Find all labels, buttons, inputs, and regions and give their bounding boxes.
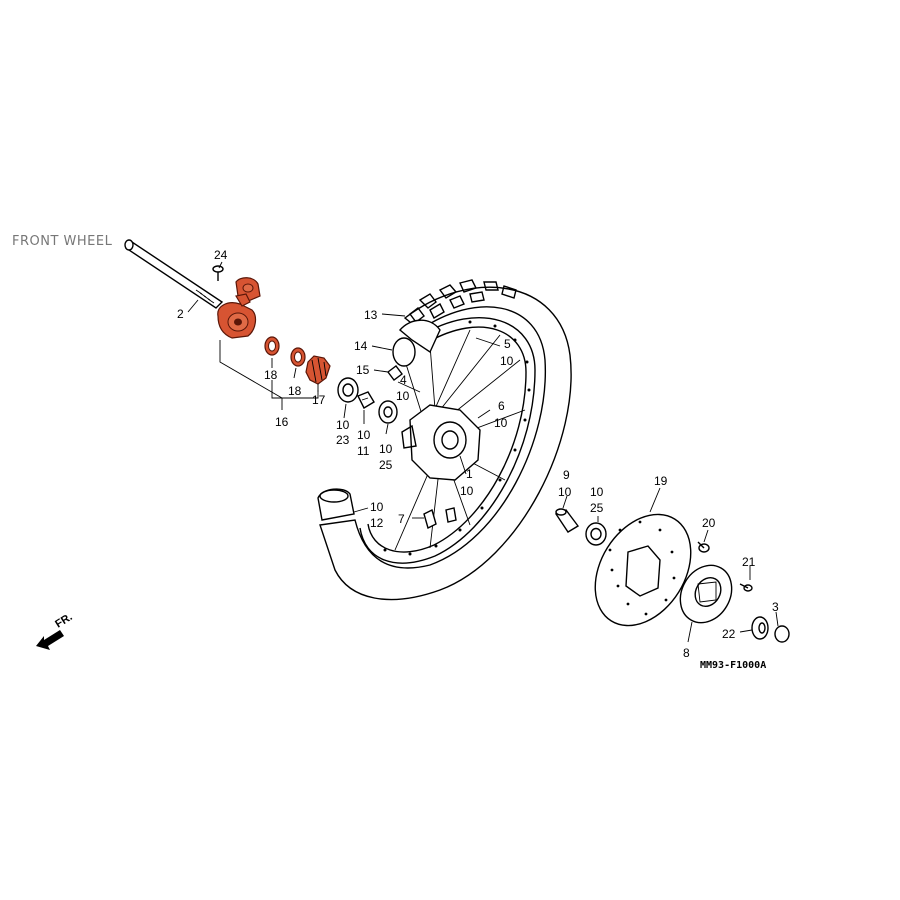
callout-12-qty: 10 xyxy=(370,500,384,514)
distance-collar-part[interactable] xyxy=(554,508,580,533)
callout-12: 12 xyxy=(370,516,384,530)
callout-24: 24 xyxy=(214,248,228,262)
callout-5: 5 xyxy=(504,337,511,351)
callout-18: 18 xyxy=(264,368,278,382)
callout-18: 18 xyxy=(288,384,302,398)
callout-4: 4 xyxy=(400,373,407,387)
callout-6: 6 xyxy=(498,399,505,413)
tire-part[interactable] xyxy=(317,488,355,521)
screw-part[interactable] xyxy=(212,265,224,281)
inner-tube-part[interactable] xyxy=(392,319,441,367)
callout-15: 15 xyxy=(356,363,370,377)
hub-cover-part[interactable] xyxy=(670,556,742,632)
callout-20: 20 xyxy=(702,516,716,530)
axle-part[interactable] xyxy=(124,239,224,309)
callout-23-qty: 10 xyxy=(336,418,350,432)
bolt-part[interactable] xyxy=(697,541,710,553)
callout-7: 7 xyxy=(398,512,405,526)
callout-25: 25 xyxy=(379,458,393,472)
callout-25b: 25 xyxy=(590,501,604,515)
front-wheel-assembly[interactable] xyxy=(319,279,572,601)
callout-25-qty: 10 xyxy=(379,442,393,456)
rim-band-part[interactable] xyxy=(387,365,403,381)
callout-23: 23 xyxy=(336,433,350,447)
oil-seal-part[interactable] xyxy=(290,347,306,367)
callout-13: 13 xyxy=(364,308,378,322)
callout-11-qty: 10 xyxy=(357,428,371,442)
callout-19: 19 xyxy=(654,474,668,488)
direction-label: FR. xyxy=(53,611,74,631)
distance-collar-part[interactable] xyxy=(357,391,375,409)
callout-11: 11 xyxy=(357,444,370,458)
callout-14: 14 xyxy=(354,339,368,353)
side-collar-part[interactable] xyxy=(751,616,769,640)
callout-6-qty: 10 xyxy=(494,416,508,430)
callout-21: 21 xyxy=(742,555,756,569)
callout-22: 22 xyxy=(722,627,736,641)
valve-part[interactable] xyxy=(423,507,457,530)
callout-2: 2 xyxy=(177,307,184,321)
speedometer-gearbox-highlighted[interactable] xyxy=(217,277,261,339)
front-direction-arrow-icon xyxy=(36,630,64,650)
diagram-code: MM93-F1000A xyxy=(700,660,766,671)
callout-4-qty: 10 xyxy=(396,389,410,403)
callout-25b-qty: 10 xyxy=(590,485,604,499)
callout-1: 1 xyxy=(466,467,473,481)
callout-5-qty: 10 xyxy=(500,354,514,368)
speedometer-gear-part[interactable] xyxy=(305,355,331,385)
callout-17: 17 xyxy=(312,393,326,407)
oil-seal-part[interactable] xyxy=(264,336,280,356)
diagram-title: FRONT WHEEL xyxy=(12,234,113,249)
callout-8: 8 xyxy=(683,646,690,660)
bearing-part[interactable] xyxy=(337,377,359,403)
bearing-part[interactable] xyxy=(585,522,607,546)
callout-9: 9 xyxy=(563,468,570,482)
brake-disc-part[interactable] xyxy=(576,497,711,643)
bolt-part[interactable] xyxy=(739,583,753,592)
callout-16: 16 xyxy=(275,415,289,429)
axle-cap-part[interactable] xyxy=(774,625,790,643)
callout-9-qty: 10 xyxy=(558,485,572,499)
callout-3: 3 xyxy=(772,600,779,614)
callout-1-qty: 10 xyxy=(460,484,474,498)
bearing-part[interactable] xyxy=(378,400,398,424)
